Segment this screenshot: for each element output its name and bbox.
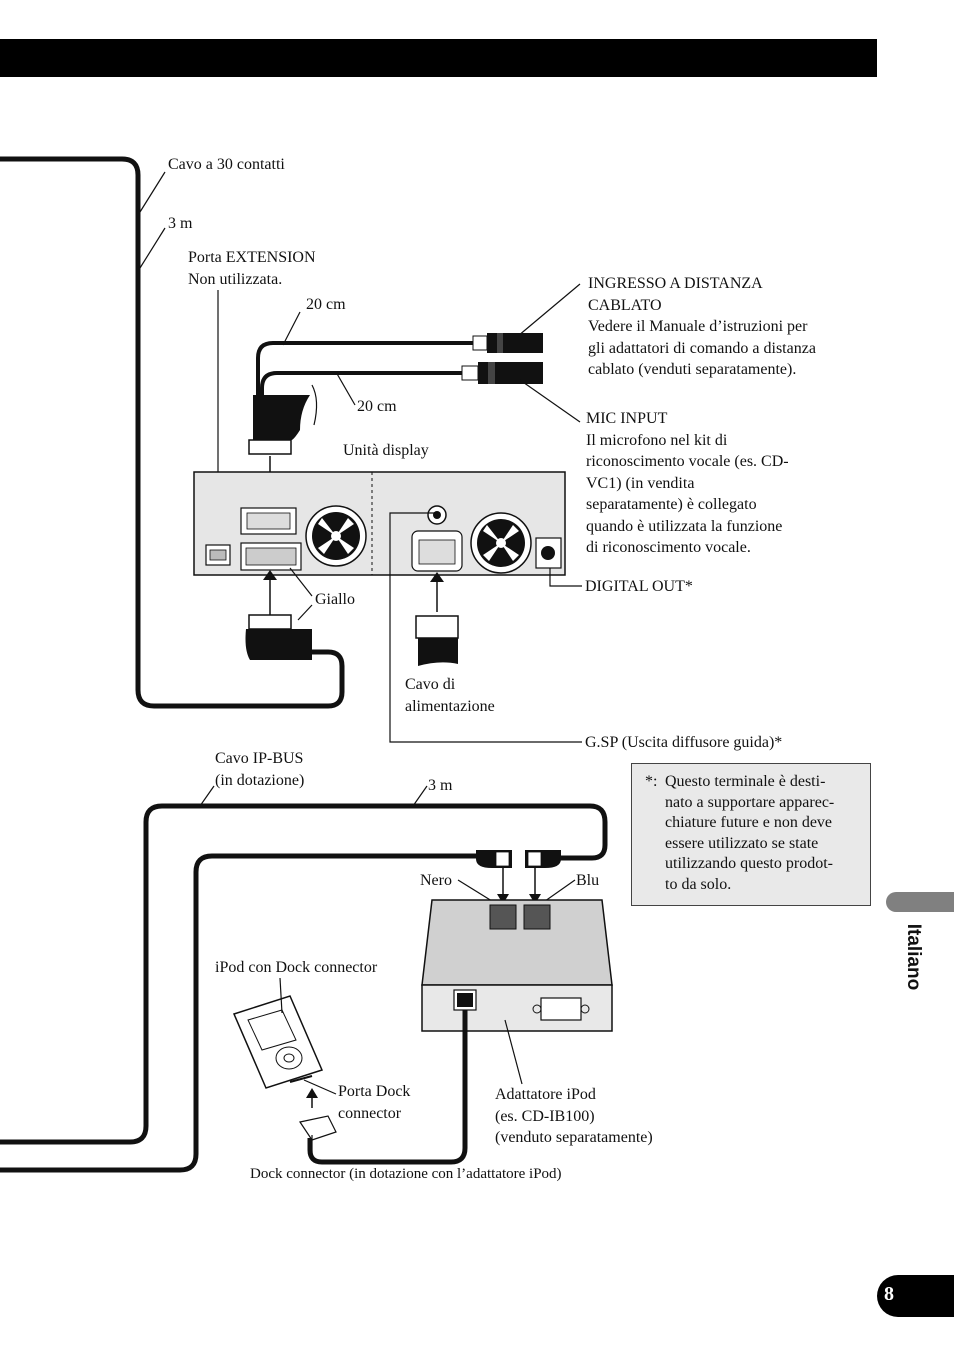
- length-20cm-b-label: 20 cm: [357, 398, 397, 415]
- dock-port-label: Porta Dock connector: [338, 1083, 411, 1122]
- length-3m-top-label: 3 m: [168, 215, 193, 232]
- cable-wired-remote: [256, 341, 478, 400]
- ipbus-cable-label: Cavo IP-BUS (in dotazione): [215, 750, 305, 789]
- length-3m-bottom-label: 3 m: [428, 777, 453, 794]
- black-label: Nero: [420, 872, 452, 889]
- ipod-adapter-label: Adattatore iPod (es. CD-IB100) (venduto …: [495, 1086, 653, 1146]
- yellow-label: Giallo: [315, 591, 355, 608]
- ipod-dock-label: iPod con Dock connector: [215, 959, 378, 976]
- digital-out-label: DIGITAL OUT*: [585, 578, 693, 595]
- wired-remote-label: INGRESSO A DISTANZA CABLATO Vedere il Ma…: [588, 275, 816, 378]
- gsp-label: G.SP (Uscita diffusore guida)*: [585, 734, 783, 751]
- footnote-text: Questo terminale è desti- nato a support…: [665, 773, 835, 893]
- language-tab: [886, 892, 954, 912]
- length-20cm-a-label: 20 cm: [306, 296, 346, 313]
- footnote-marker: *:: [645, 773, 658, 790]
- power-cable-label: Cavo di alimentazione: [405, 676, 495, 715]
- dock-connector-label: Dock connector (in dotazione con l’adatt…: [250, 1166, 562, 1182]
- footnote-box: *: Questo terminale è desti- nato a supp…: [631, 763, 871, 906]
- cable-mic: [260, 371, 466, 400]
- extension-unused-label: Non utilizzata.: [188, 271, 283, 288]
- header-bar: [0, 39, 877, 77]
- mic-input-label: MIC INPUT Il microfono nel kit di ricono…: [586, 410, 789, 556]
- cable-ip-bus: [0, 803, 608, 1145]
- language-label: Italiano: [903, 923, 924, 991]
- page-number-tab: [877, 1275, 954, 1317]
- extension-port-label: Porta EXTENSION: [188, 249, 316, 266]
- blue-label: Blu: [576, 872, 600, 889]
- display-unit-label: Unità display: [343, 442, 429, 459]
- cable-30-pin: [0, 156, 345, 709]
- cable-30-pin-label: Cavo a 30 contatti: [168, 156, 285, 173]
- page-number: 8: [884, 1283, 894, 1305]
